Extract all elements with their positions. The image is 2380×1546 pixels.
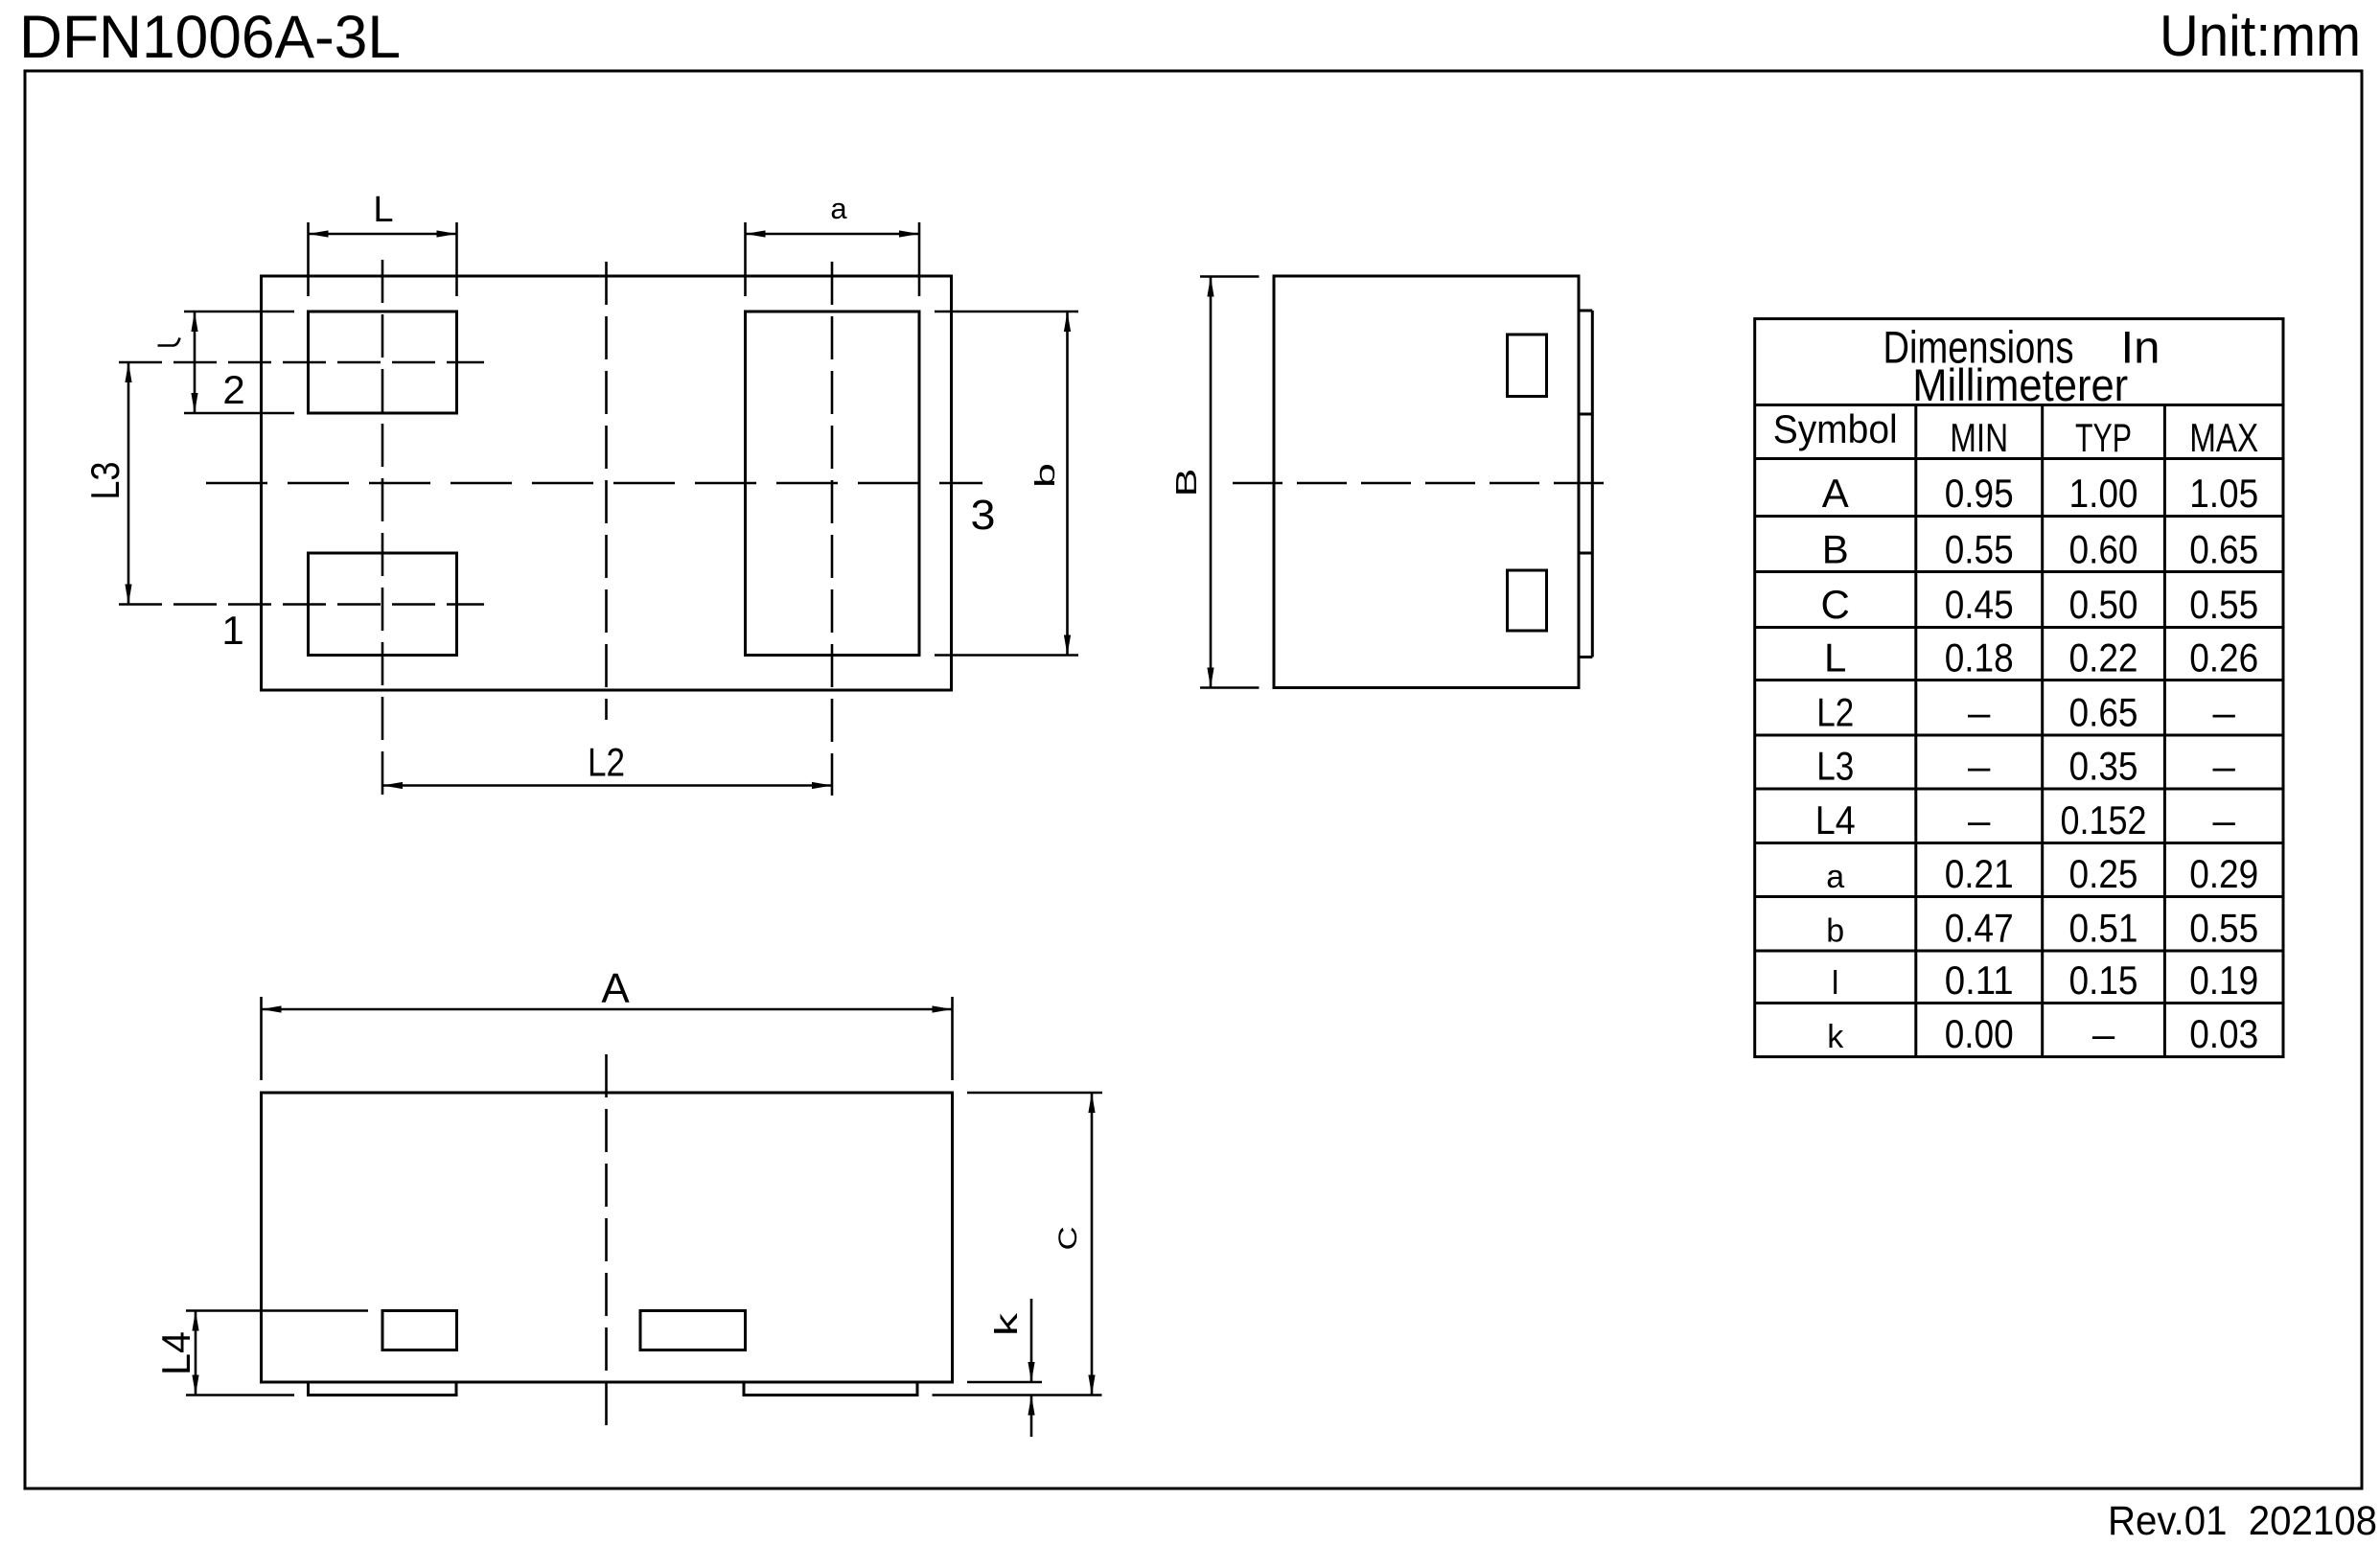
svg-text:L4: L4 <box>1815 797 1856 842</box>
svg-text:1: 1 <box>221 608 243 653</box>
svg-text:0.152: 0.152 <box>2061 797 2147 842</box>
svg-text:0.55: 0.55 <box>2189 582 2258 627</box>
svg-text:A: A <box>1822 471 1849 516</box>
svg-text:C: C <box>1053 1227 1082 1251</box>
svg-text:L3: L3 <box>82 462 127 500</box>
svg-text:–: – <box>1968 744 1991 789</box>
svg-text:C: C <box>1821 582 1850 627</box>
svg-text:0.50: 0.50 <box>2069 582 2138 627</box>
svg-text:B: B <box>1822 527 1849 572</box>
svg-text:0.35: 0.35 <box>2069 744 2138 789</box>
svg-text:Dimensions: Dimensions <box>1883 322 2074 373</box>
svg-text:1.05: 1.05 <box>2189 471 2258 516</box>
svg-text:a: a <box>1826 859 1844 895</box>
svg-text:DFN1006A-3L: DFN1006A-3L <box>19 4 401 71</box>
svg-text:0.22: 0.22 <box>2069 635 2138 681</box>
svg-text:Symbol: Symbol <box>1773 406 1898 451</box>
svg-text:L2: L2 <box>588 740 625 785</box>
svg-text:–: – <box>1968 797 1991 842</box>
svg-text:Rev.01 202108: Rev.01 202108 <box>2108 1498 2377 1544</box>
svg-text:2: 2 <box>222 367 244 412</box>
svg-text:k: k <box>1827 1019 1844 1055</box>
svg-text:–: – <box>2213 797 2236 842</box>
svg-text:0.19: 0.19 <box>2189 958 2258 1003</box>
svg-text:A: A <box>601 965 630 1012</box>
svg-text:In: In <box>2121 322 2160 373</box>
svg-text:L3: L3 <box>1816 744 1854 789</box>
svg-text:0.55: 0.55 <box>1945 527 2014 572</box>
svg-text:0.29: 0.29 <box>2189 851 2258 896</box>
svg-text:1.00: 1.00 <box>2069 471 2138 516</box>
svg-text:Millimeterer: Millimeterer <box>1912 359 2128 410</box>
svg-text:0.60: 0.60 <box>2069 527 2138 572</box>
svg-text:a: a <box>830 192 847 225</box>
svg-text:–: – <box>2213 744 2236 789</box>
svg-text:–: – <box>2092 1011 2115 1056</box>
svg-text:Unit:mm: Unit:mm <box>2160 4 2361 68</box>
svg-text:0.21: 0.21 <box>1945 851 2014 896</box>
svg-text:0.11: 0.11 <box>1945 958 2014 1003</box>
svg-text:0.18: 0.18 <box>1945 635 2014 681</box>
svg-text:–: – <box>2213 690 2236 735</box>
svg-text:0.47: 0.47 <box>1945 906 2014 951</box>
svg-text:b: b <box>1826 913 1844 950</box>
svg-text:3: 3 <box>971 492 996 539</box>
svg-text:L4: L4 <box>153 1331 198 1375</box>
svg-text:TYP: TYP <box>2075 415 2132 460</box>
svg-text:MIN: MIN <box>1950 415 2008 460</box>
svg-text:L2: L2 <box>1816 690 1854 735</box>
svg-text:0.65: 0.65 <box>2069 690 2138 735</box>
svg-text:0.25: 0.25 <box>2069 851 2138 896</box>
svg-text:0.65: 0.65 <box>2189 527 2258 572</box>
svg-text:l: l <box>1832 965 1839 1002</box>
svg-text:0.55: 0.55 <box>2189 906 2258 951</box>
svg-text:k: k <box>988 1312 1024 1336</box>
svg-text:b: b <box>1030 463 1061 488</box>
svg-text:–: – <box>1968 690 1991 735</box>
svg-text:0.95: 0.95 <box>1945 471 2014 516</box>
svg-text:L: L <box>1824 635 1846 681</box>
svg-text:0.45: 0.45 <box>1945 582 2014 627</box>
svg-text:0.51: 0.51 <box>2069 906 2138 951</box>
svg-text:0.15: 0.15 <box>2069 958 2138 1003</box>
svg-text:0.26: 0.26 <box>2189 635 2258 681</box>
svg-text:MAX: MAX <box>2189 415 2258 460</box>
svg-text:0.00: 0.00 <box>1945 1011 2014 1056</box>
svg-text:L: L <box>373 190 393 230</box>
svg-text:B: B <box>1169 469 1203 497</box>
svg-text:0.03: 0.03 <box>2189 1011 2258 1056</box>
